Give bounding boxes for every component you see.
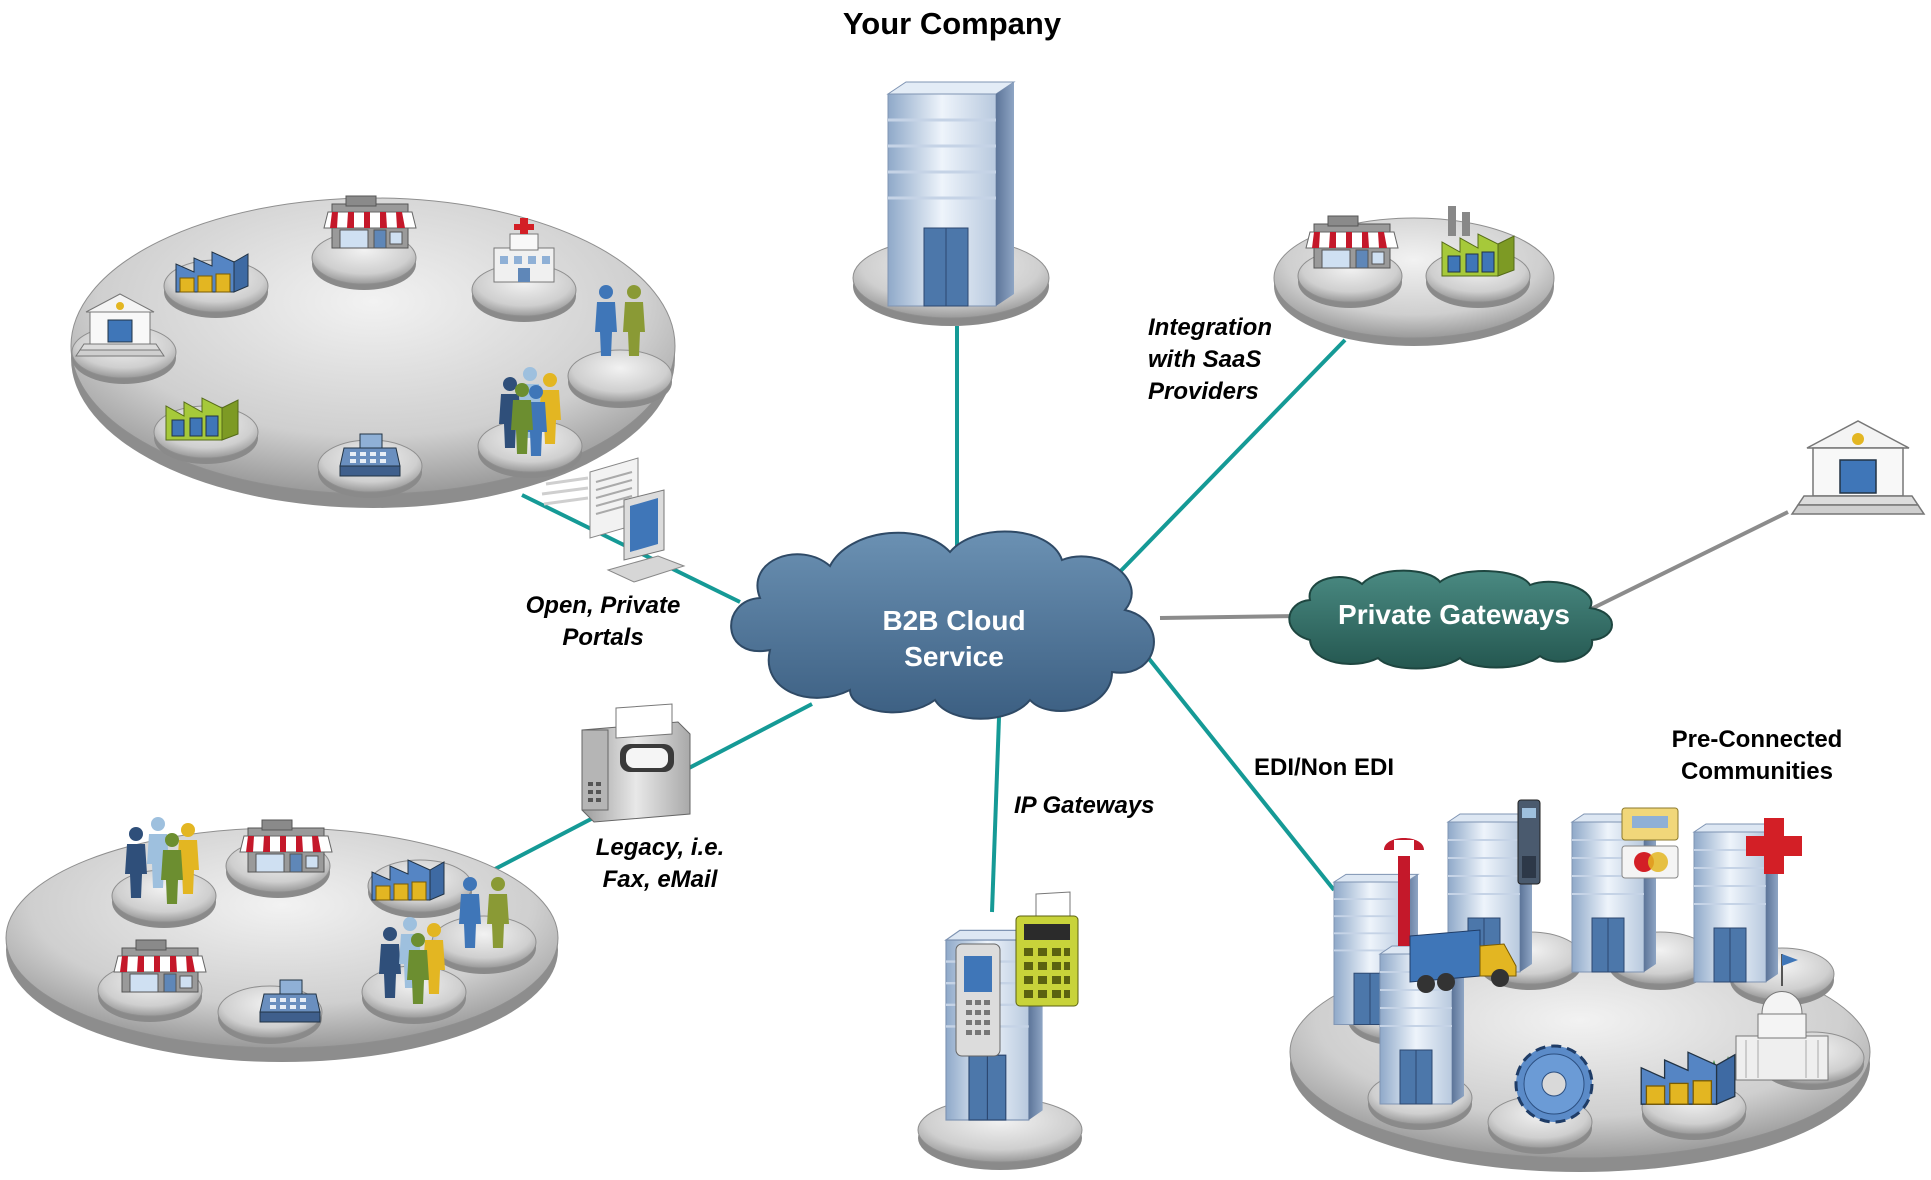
- phone-icon: [1517, 799, 1541, 885]
- factory-icon: [1441, 206, 1515, 277]
- portals-label: Open, Private Portals: [498, 590, 708, 654]
- calculator-icon: [1015, 891, 1079, 1007]
- partner-community-platform-bottom: [5, 817, 559, 1062]
- connector-edi: [1140, 648, 1336, 892]
- fax-machine-icon: [581, 703, 691, 823]
- wrench-icon: [1384, 838, 1424, 946]
- saas-providers-platform: [1273, 206, 1555, 346]
- office-tower-icon: [886, 81, 1016, 307]
- saas-label-line-3: Providers: [1148, 378, 1259, 405]
- connector-ip-gateways: [990, 689, 1002, 913]
- storefront-icon: [323, 195, 417, 249]
- medical-cross-icon: [1746, 818, 1802, 874]
- legacy-label: Legacy, i.e. Fax, eMail: [560, 832, 760, 896]
- private-gateways-label: Private Gateways: [1320, 595, 1588, 635]
- connector-private-gateways-in: [1159, 614, 1301, 620]
- delivery-truck-icon: [1409, 929, 1517, 993]
- communities-label: Pre-Connected Communities: [1632, 724, 1882, 788]
- portals-label-line-2: Portals: [562, 624, 644, 651]
- ip-gateways-text: IP Gateways: [1014, 792, 1155, 819]
- legacy-label-line-1: Legacy, i.e.: [595, 834, 725, 861]
- portals-label-line-1: Open, Private: [525, 592, 681, 619]
- storefront-icon: [1305, 215, 1399, 269]
- ip-gateways-label: IP Gateways: [1014, 790, 1234, 822]
- storefront-icon: [113, 939, 207, 993]
- partner-community-platform-top: [70, 195, 676, 508]
- pre-connected-communities-platform: [1289, 799, 1871, 1172]
- capitol-building-icon: [1708, 954, 1829, 1081]
- credit-card-icon: [1621, 807, 1679, 879]
- storefront-icon: [239, 819, 333, 873]
- ip-gateway-node: [917, 891, 1083, 1170]
- page-title: Your Company: [782, 4, 1122, 44]
- b2b-cloud-label: B2B Cloud Service: [830, 603, 1078, 675]
- title-text: Your Company: [842, 6, 1062, 41]
- edi-text: EDI/Non EDI: [1254, 754, 1395, 781]
- gear-icon: [1514, 1044, 1594, 1124]
- mobile-phone-icon: [955, 943, 1001, 1057]
- saas-label-line-1: Integration: [1148, 314, 1272, 341]
- private-gateways-text: Private Gateways: [1338, 599, 1570, 630]
- b2b-cloud-service: [730, 530, 1155, 720]
- cloud-label-line-2: Service: [904, 641, 1004, 672]
- edi-label: EDI/Non EDI: [1254, 752, 1454, 784]
- connector-private-gateways-out: [1584, 510, 1789, 614]
- your-company-node: [852, 81, 1050, 326]
- legacy-label-line-2: Fax, eMail: [602, 866, 718, 893]
- cloud-label-line-1: B2B Cloud: [882, 605, 1026, 636]
- bank-icon: [1791, 420, 1925, 515]
- private-gateways-cloud: [1288, 569, 1613, 670]
- communities-label-line-1: Pre-Connected: [1671, 726, 1843, 753]
- saas-label-line-2: with SaaS: [1148, 346, 1262, 373]
- connector-saas: [1108, 338, 1347, 584]
- communities-label-line-2: Communities: [1680, 758, 1833, 785]
- saas-label: Integration with SaaS Providers: [1148, 312, 1368, 408]
- computer-terminal-icon: [541, 457, 686, 583]
